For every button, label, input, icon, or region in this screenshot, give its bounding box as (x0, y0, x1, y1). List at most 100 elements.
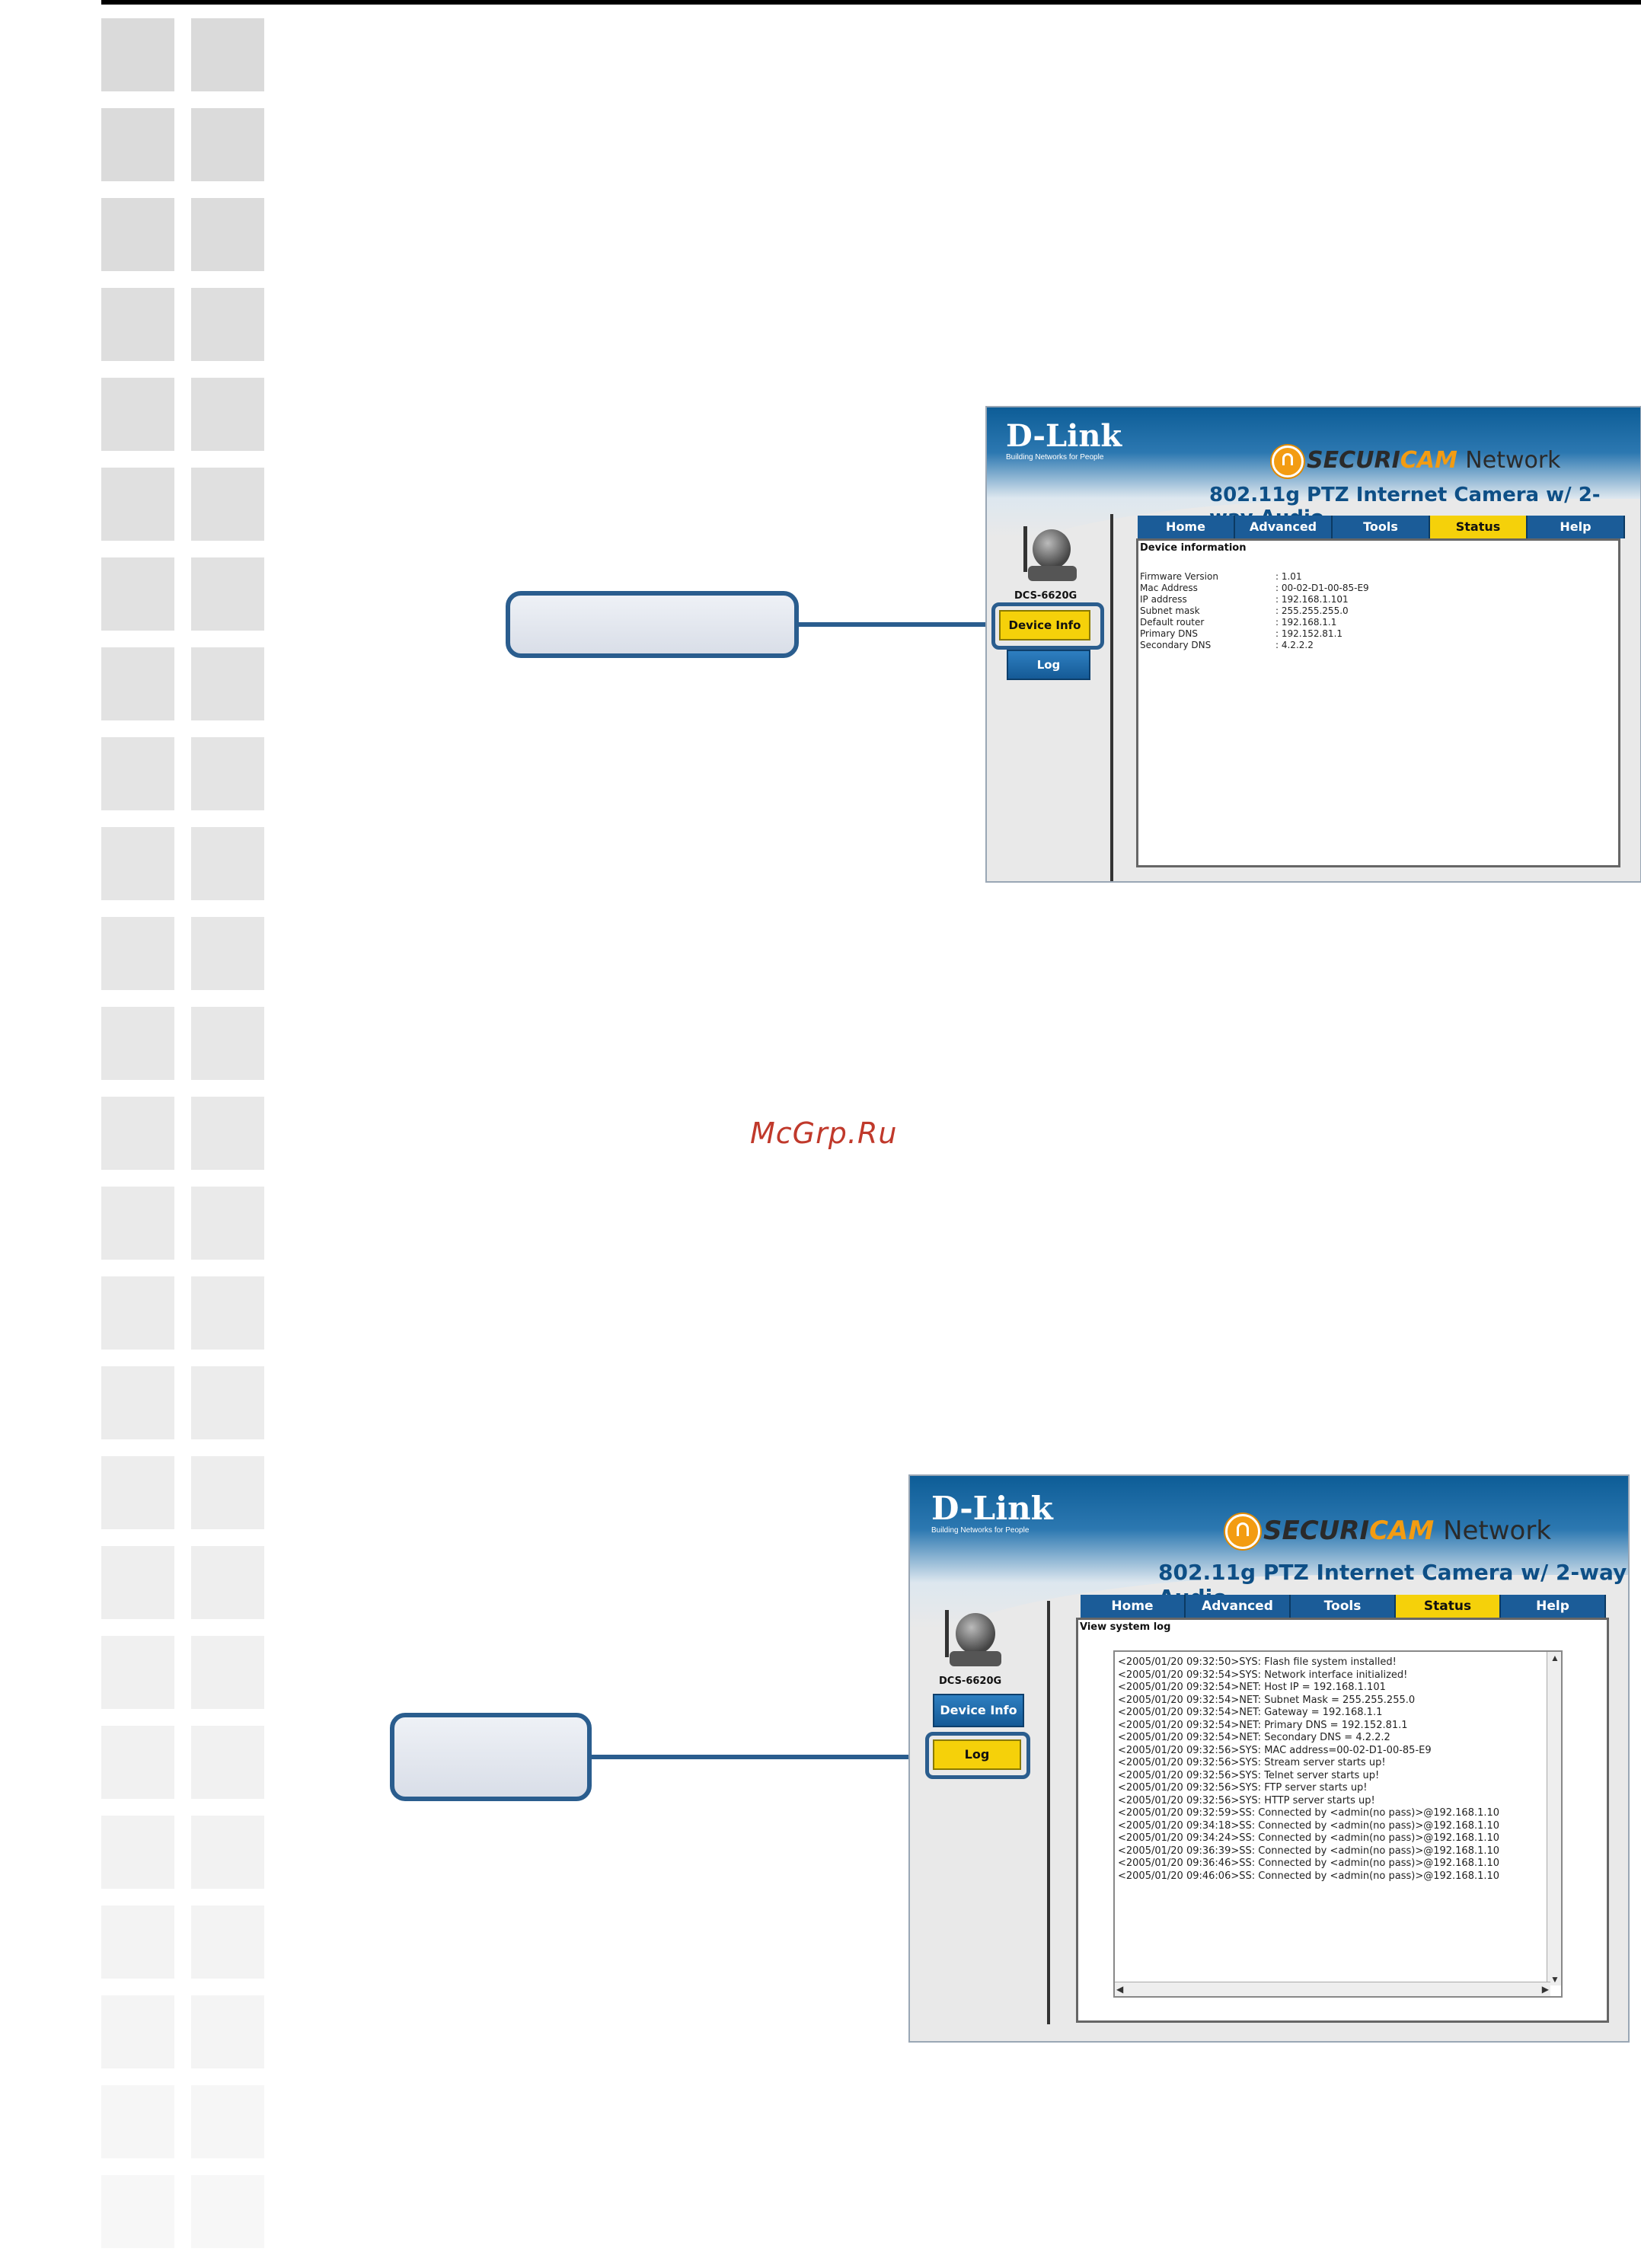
log-line: <2005/01/20 09:32:54>NET: Primary DNS = … (1118, 1719, 1408, 1731)
decorative-tile (101, 1905, 174, 1979)
decorative-tile (191, 18, 264, 91)
decorative-tile (101, 557, 174, 631)
scroll-down-icon[interactable]: ▼ (1550, 1974, 1560, 1985)
info-label: IP address (1140, 594, 1187, 605)
log-vertical-scrollbar[interactable]: ▲ ▼ (1547, 1652, 1561, 1985)
scroll-right-icon[interactable]: ▶ (1541, 1984, 1549, 1995)
callout-box-log (390, 1713, 592, 1801)
log-line: <2005/01/20 09:36:39>SS: Connected by <a… (1118, 1845, 1500, 1857)
decorative-tile (101, 1726, 174, 1799)
decorative-tile (191, 198, 264, 271)
decorative-tile (101, 1097, 174, 1170)
decorative-tile (101, 1187, 174, 1260)
tab-advanced[interactable]: Advanced (1235, 516, 1333, 538)
callout-connector-log (592, 1755, 930, 1759)
tab-tools[interactable]: Tools (1291, 1595, 1396, 1618)
decorative-tile (191, 1636, 264, 1709)
decorative-tile (191, 647, 264, 720)
sidebar-button-device-info[interactable]: Device Info (933, 1694, 1024, 1727)
decorative-tile (191, 1187, 264, 1260)
decorative-tile (101, 1276, 174, 1350)
watermark: McGrp.Ru (750, 1116, 898, 1150)
model-label: DCS-6620G (939, 1675, 1002, 1687)
tab-home[interactable]: Home (1138, 516, 1235, 538)
tab-tools[interactable]: Tools (1333, 516, 1430, 538)
screenshot-system-log: D-Link Building Networks for People SECU… (908, 1474, 1630, 2043)
securicam-logo: SECURICAM Network (1263, 1516, 1552, 1546)
sidebar-button-device-info[interactable]: Device Info (999, 610, 1090, 640)
tab-help[interactable]: Help (1528, 516, 1625, 538)
decorative-tile (191, 1007, 264, 1080)
nav-tabs: Home Advanced Tools Status Help (1138, 516, 1625, 538)
decorative-tile (101, 647, 174, 720)
log-line: <2005/01/20 09:32:54>NET: Host IP = 192.… (1118, 1682, 1386, 1693)
decorative-tile (101, 2085, 174, 2158)
decorative-tile (191, 1097, 264, 1170)
info-label: Subnet mask (1140, 605, 1200, 616)
log-line: <2005/01/20 09:32:56>SYS: HTTP server st… (1118, 1794, 1375, 1806)
scroll-up-icon[interactable]: ▲ (1550, 1653, 1560, 1663)
content-area: Device information Firmware Version: 1.0… (1136, 538, 1620, 867)
system-log-textarea[interactable]: <2005/01/20 09:32:50>SYS: Flash file sys… (1113, 1650, 1563, 1998)
decorative-tile (191, 1995, 264, 2068)
dlink-tagline: Building Networks for People (931, 1526, 1030, 1535)
log-line: <2005/01/20 09:32:56>SYS: Stream server … (1118, 1757, 1386, 1768)
dlink-logo: D-Link (1006, 418, 1122, 454)
camera-icon (939, 1607, 1003, 1671)
decorative-tile (101, 1816, 174, 1889)
decorative-tile (191, 1726, 264, 1799)
info-value: : 1.01 (1275, 571, 1302, 582)
log-line: <2005/01/20 09:32:54>NET: Secondary DNS … (1118, 1732, 1390, 1743)
callout-box-device-info (506, 591, 799, 658)
log-line: <2005/01/20 09:32:54>SYS: Network interf… (1118, 1669, 1408, 1681)
decorative-tile (101, 378, 174, 451)
dlink-tagline: Building Networks for People (1006, 453, 1104, 462)
decorative-tile (101, 1636, 174, 1709)
decorative-tile (101, 468, 174, 541)
tab-advanced[interactable]: Advanced (1186, 1595, 1291, 1618)
top-rule (101, 0, 1641, 5)
decorative-tile (101, 917, 174, 990)
info-value: : 4.2.2.2 (1275, 640, 1314, 650)
model-label: DCS-6620G (1014, 590, 1078, 602)
callout-connector-device-info (799, 622, 989, 627)
content-title: Device information (1140, 542, 1247, 554)
sidebar-divider (1047, 1601, 1050, 2024)
content-area: View system log <2005/01/20 09:32:50>SYS… (1076, 1618, 1609, 2023)
scroll-left-icon[interactable]: ◀ (1116, 1984, 1124, 1995)
decorative-tile (191, 1905, 264, 1979)
info-value: : 255.255.255.0 (1275, 605, 1349, 616)
decorative-tile (101, 198, 174, 271)
highlight-ring-device-info (991, 602, 1104, 650)
decorative-tile (101, 1007, 174, 1080)
securicam-lock-icon (1225, 1514, 1260, 1549)
tab-home[interactable]: Home (1081, 1595, 1186, 1618)
decorative-tile (101, 288, 174, 361)
screenshot-device-info: D-Link Building Networks for People SECU… (985, 406, 1641, 883)
decorative-tile (101, 1366, 174, 1439)
tab-status[interactable]: Status (1396, 1595, 1501, 1618)
securicam-lock-icon (1272, 446, 1304, 478)
info-label: Mac Address (1140, 583, 1198, 593)
decorative-tile (101, 1456, 174, 1529)
log-line: <2005/01/20 09:46:06>SS: Connected by <a… (1118, 1870, 1500, 1882)
log-line: <2005/01/20 09:32:50>SYS: Flash file sys… (1118, 1656, 1397, 1668)
decorative-tile (191, 468, 264, 541)
sidebar-button-log[interactable]: Log (933, 1739, 1021, 1770)
tab-status[interactable]: Status (1430, 516, 1528, 538)
log-line: <2005/01/20 09:36:46>SS: Connected by <a… (1118, 1858, 1500, 1869)
decorative-tile (191, 1456, 264, 1529)
decorative-tile (191, 2085, 264, 2158)
highlight-ring-log (925, 1732, 1030, 1779)
info-value: : 192.168.1.101 (1275, 594, 1349, 605)
decorative-tile (101, 108, 174, 181)
dlink-logo: D-Link (931, 1490, 1053, 1527)
decorative-tile (191, 917, 264, 990)
log-horizontal-scrollbar[interactable]: ◀ ▶ (1115, 1982, 1550, 1996)
tab-help[interactable]: Help (1501, 1595, 1606, 1618)
decorative-tile (191, 1276, 264, 1350)
log-line: <2005/01/20 09:32:59>SS: Connected by <a… (1118, 1807, 1500, 1819)
info-label: Default router (1140, 617, 1205, 628)
sidebar-button-log[interactable]: Log (1007, 650, 1090, 680)
log-line: <2005/01/20 09:34:18>SS: Connected by <a… (1118, 1819, 1500, 1832)
